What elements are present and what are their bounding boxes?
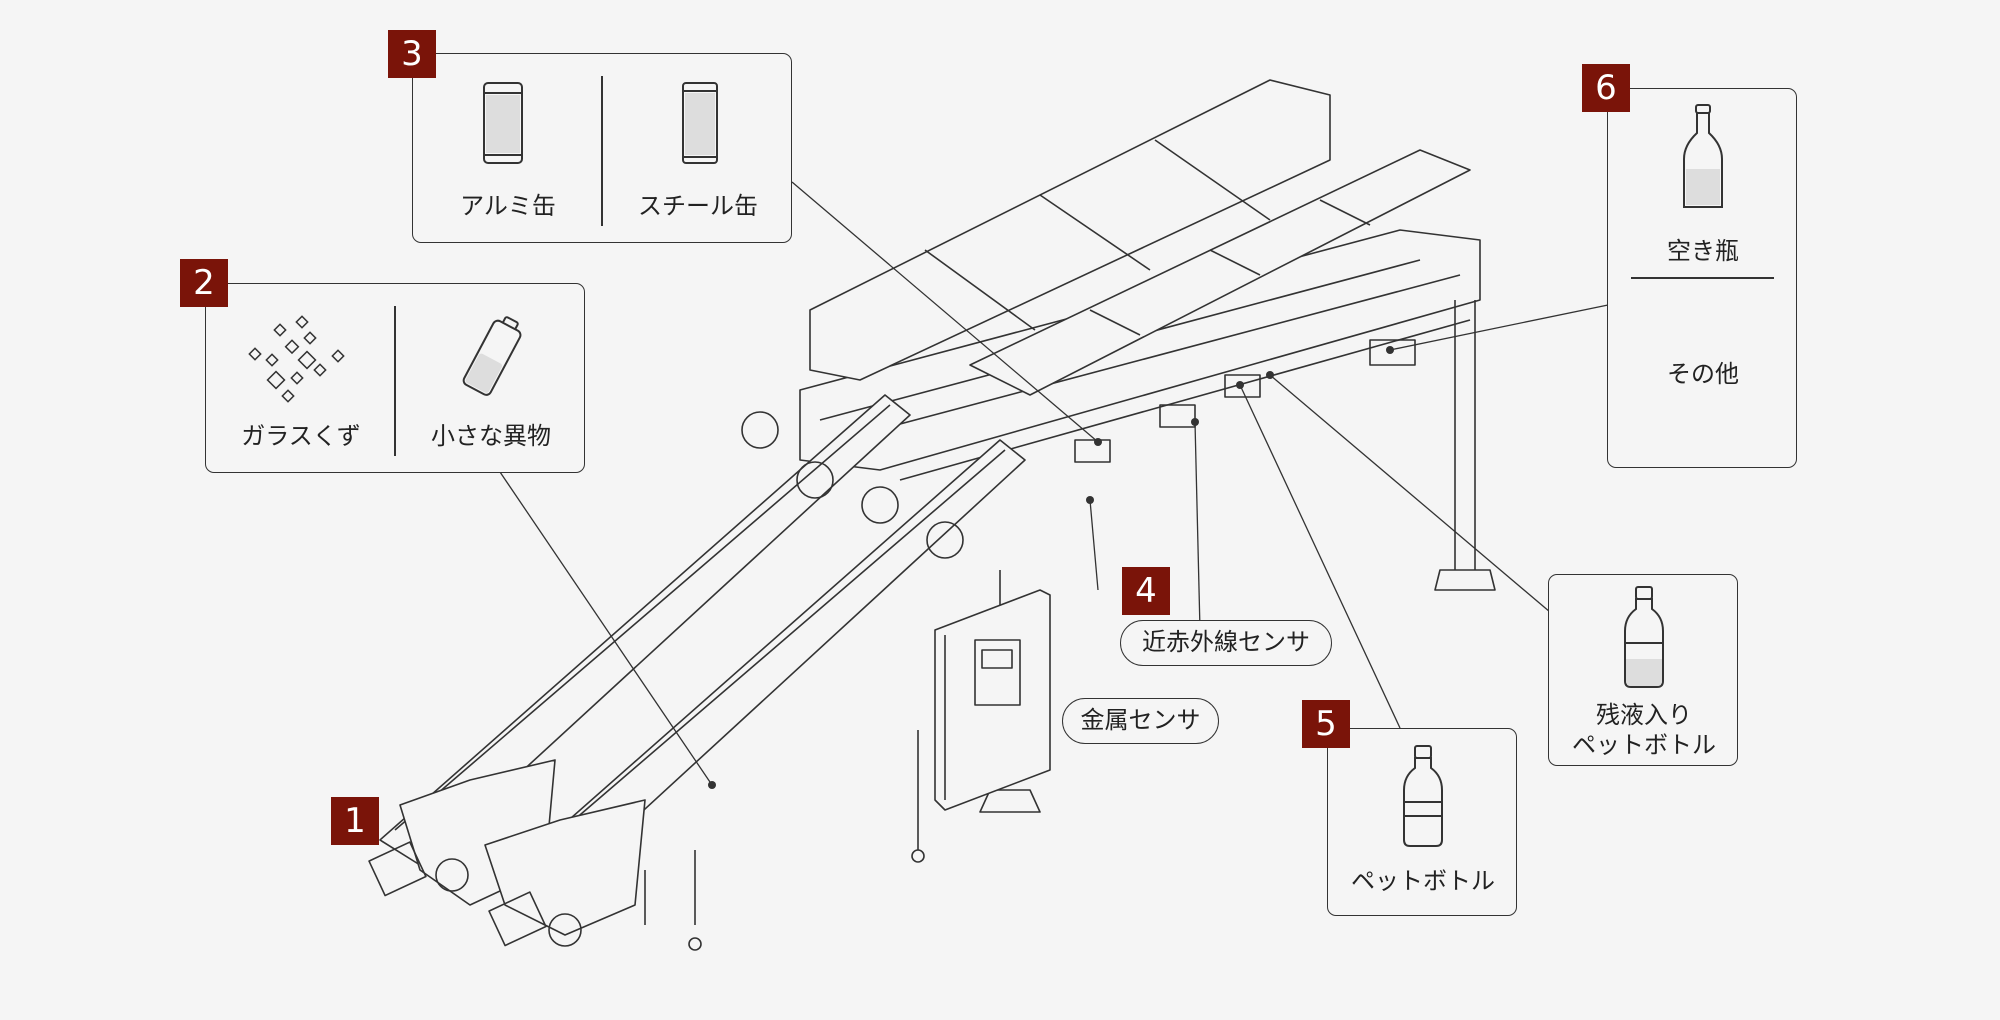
nir-sensor-label: 近赤外線センサ [1120, 620, 1332, 666]
callout-3: アルミ缶 スチール缶 [412, 53, 792, 243]
label-glass-shards: ガラスくず [241, 422, 361, 450]
callout-6: 空き瓶 その他 [1607, 88, 1797, 468]
badge-1: 1 [331, 797, 379, 845]
leader-lines [499, 181, 1609, 786]
divider [1631, 277, 1774, 279]
aluminum-can-icon [483, 82, 523, 164]
badge-2: 2 [180, 259, 228, 307]
machine-lineart [368, 79, 1496, 951]
label-small-foreign-objects: 小さな異物 [431, 422, 551, 450]
callout-5: ペットボトル [1327, 728, 1517, 916]
battery-icon [462, 316, 522, 396]
glass-shards-icon [248, 315, 345, 403]
badge-6: 6 [1582, 64, 1630, 112]
badge-3: 3 [388, 30, 436, 78]
badge-5: 5 [1302, 700, 1350, 748]
divider [601, 76, 603, 226]
leader-dots [708, 346, 1394, 789]
residual-pet-bottle-icon [1624, 586, 1664, 688]
metal-sensor-label: 金属センサ [1062, 698, 1219, 744]
label-pet-bottle: ペットボトル [1351, 867, 1495, 895]
label-other: その他 [1667, 360, 1739, 388]
glass-bottle-icon [1683, 104, 1723, 208]
label-empty-bottle: 空き瓶 [1667, 237, 1739, 265]
pet-bottle-icon [1403, 745, 1443, 847]
label-aluminum-can: アルミ缶 [460, 192, 556, 220]
divider [394, 306, 396, 456]
label-residual-line2: ペットボトル [1572, 731, 1716, 759]
callout-residual-bottle: 残液入り ペットボトル [1548, 574, 1738, 766]
label-residual-line1: 残液入り [1596, 701, 1692, 729]
callout-2: ガラスくず 小さな異物 [205, 283, 585, 473]
badge-4: 4 [1122, 567, 1170, 615]
steel-can-icon [682, 82, 718, 164]
label-steel-can: スチール缶 [638, 192, 758, 220]
